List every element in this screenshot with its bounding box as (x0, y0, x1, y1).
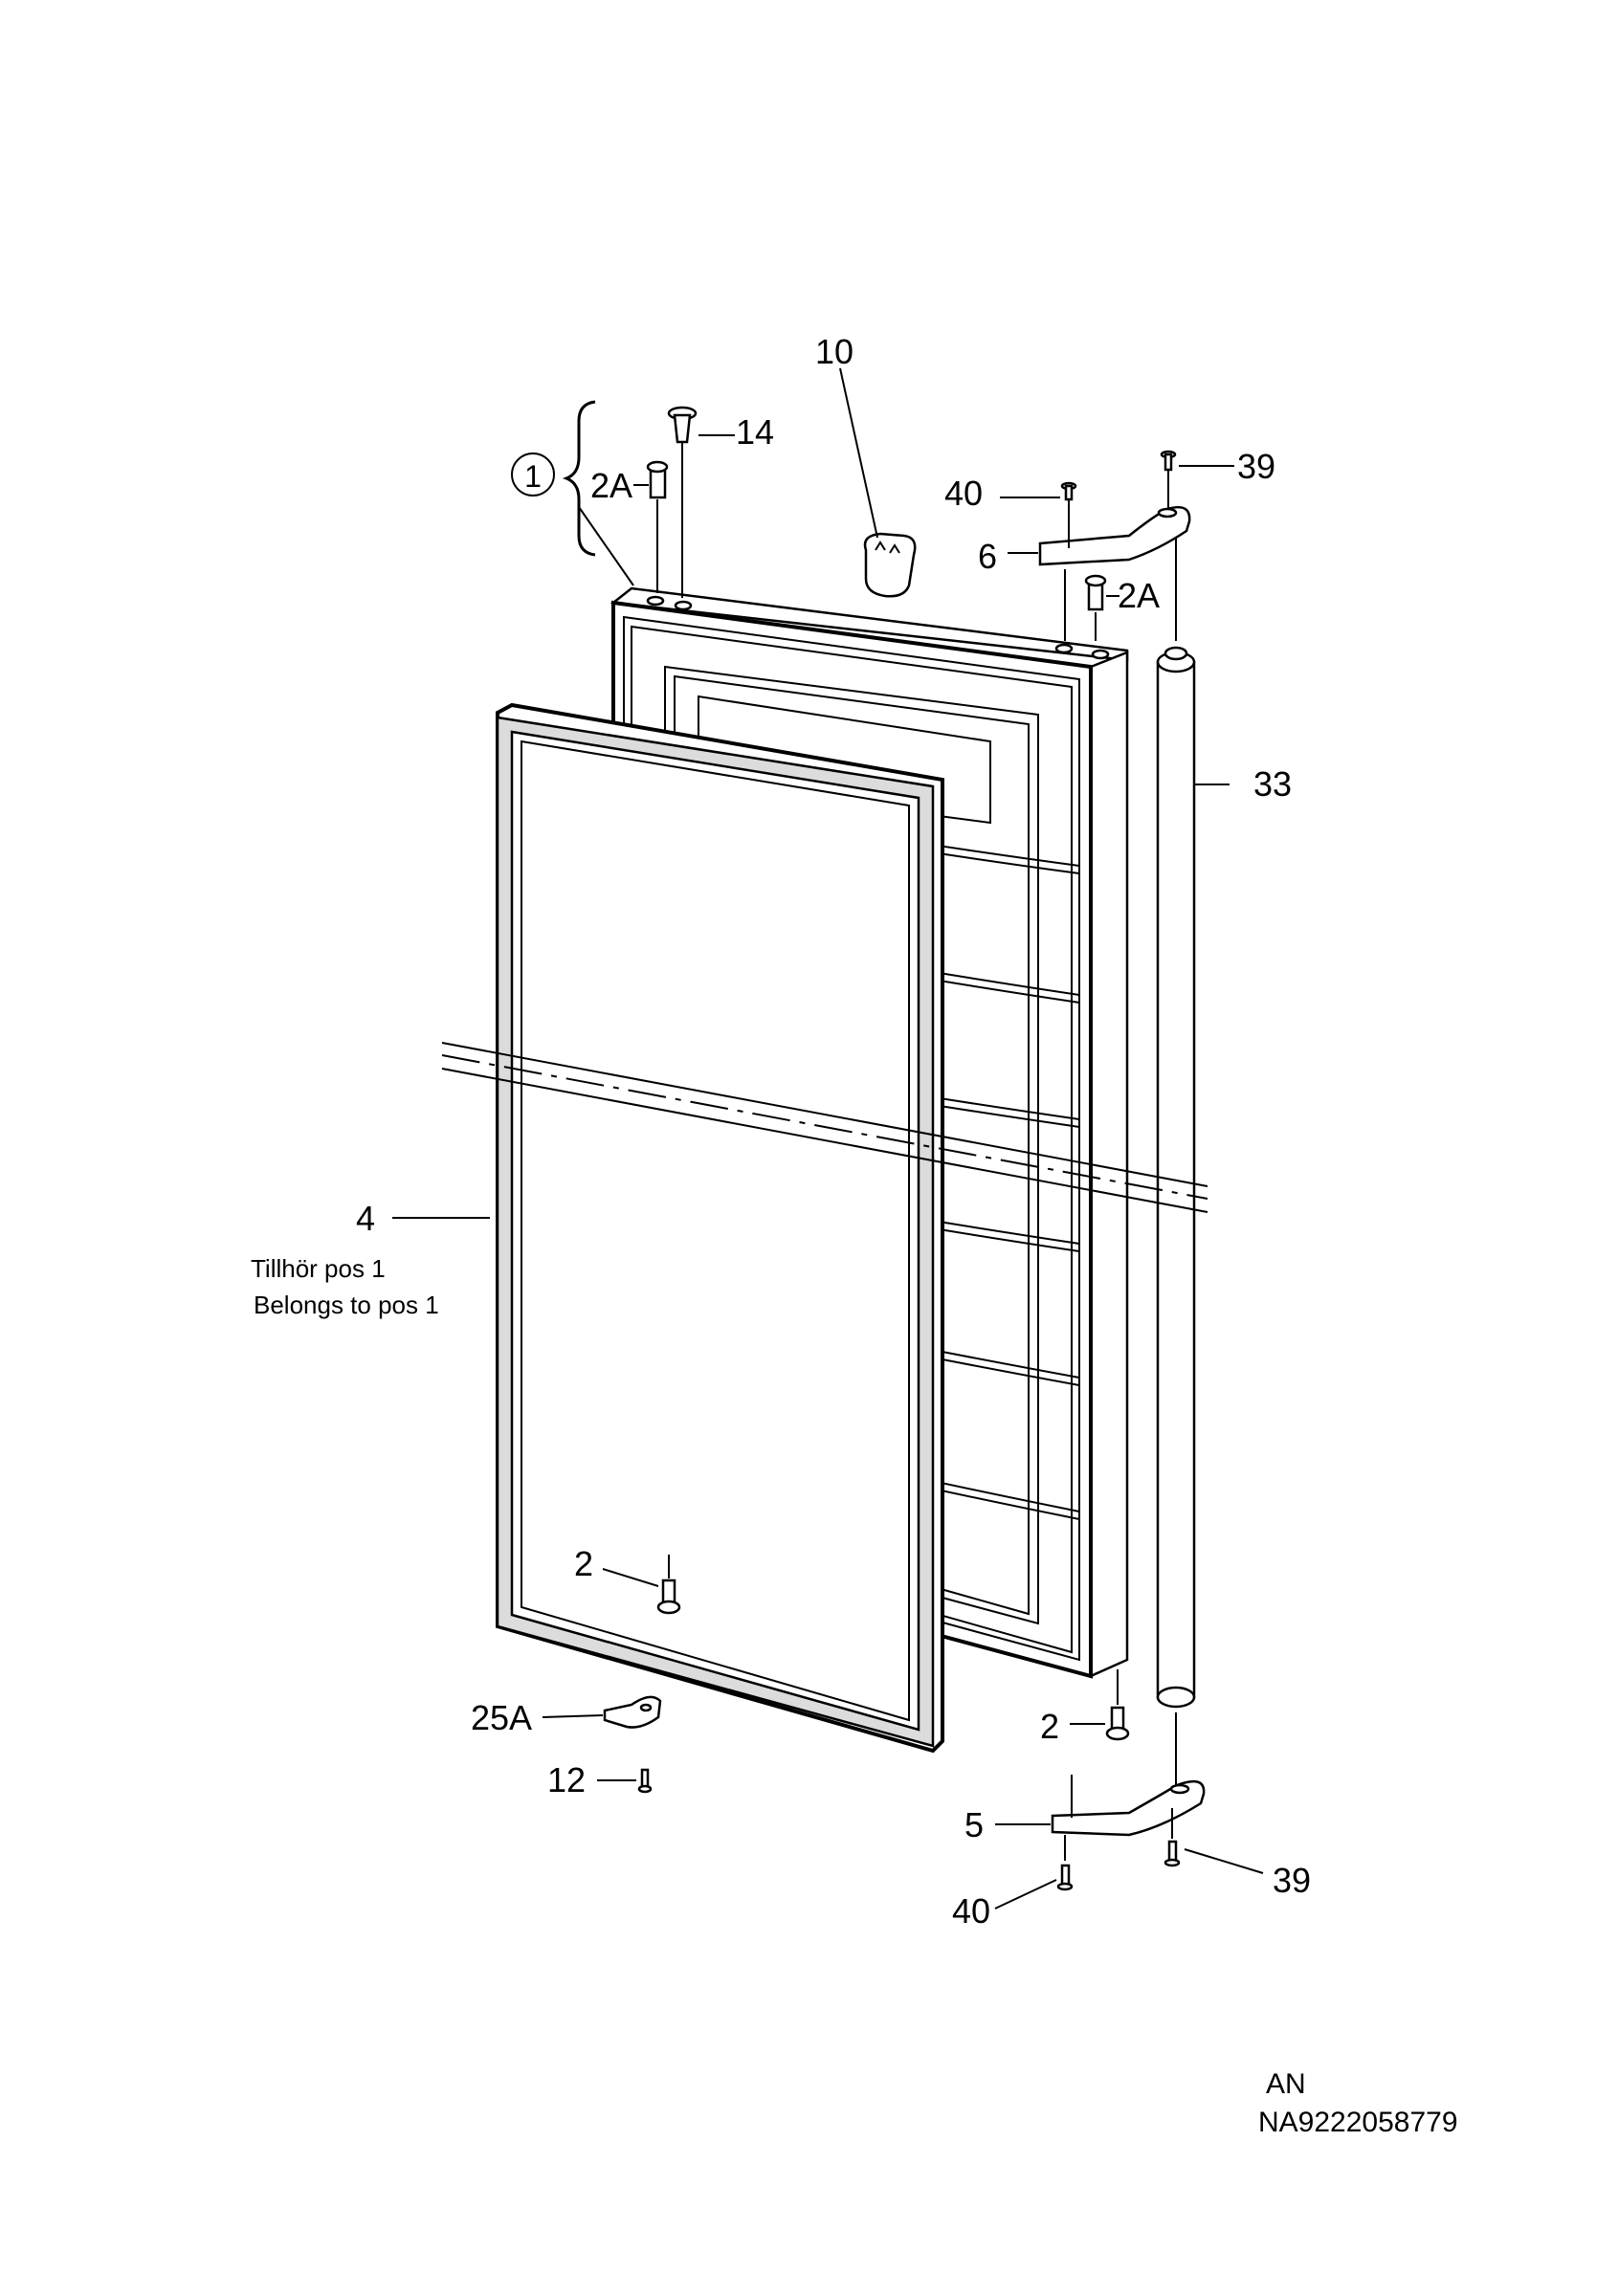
screw-40-top (1060, 481, 1077, 501)
drawing-code: AN NA9222058779 (1258, 2068, 1458, 2138)
bottom-hinge-bracket (1051, 1775, 1206, 1861)
cover-10 (863, 532, 917, 598)
break-line (441, 1042, 1208, 1213)
pin-14 (667, 406, 698, 598)
position-1-circle (511, 453, 555, 497)
label-39-bottom: 39 (1273, 1861, 1311, 1900)
label-2-right: 2 (1040, 1707, 1059, 1746)
label-6: 6 (978, 537, 997, 576)
footer-line2: NA9222058779 (1258, 2107, 1458, 2138)
note-belongs-en: Belongs to pos 1 (254, 1291, 439, 1319)
bush-2a-right (1084, 574, 1107, 641)
top-hinge-bracket (1038, 497, 1191, 641)
pin-2-left (656, 1555, 681, 1615)
label-1: 1 (524, 459, 542, 494)
screw-39-bottom (1164, 1808, 1181, 1867)
door-gasket (496, 702, 944, 1754)
label-40-top: 40 (944, 474, 983, 513)
note-belongs-sv: Tillhör pos 1 (251, 1254, 386, 1283)
hinge-rod (1156, 526, 1196, 1789)
bracket-25a (603, 1695, 662, 1729)
label-2-left: 2 (574, 1544, 593, 1583)
label-5: 5 (964, 1805, 984, 1844)
screw-12 (637, 1768, 653, 1794)
pin-2-right (1105, 1669, 1130, 1741)
screw-40-bottom (1056, 1864, 1074, 1891)
footer-line1: AN (1266, 2068, 1306, 2100)
label-12: 12 (547, 1760, 586, 1799)
screw-39-top (1160, 450, 1177, 509)
label-2a-right: 2A (1118, 576, 1160, 615)
leader-lines (392, 367, 1264, 1910)
callout-labels: 1 2A 14 10 40 39 6 2A 33 4 Tillhör pos 1… (251, 332, 1311, 1931)
label-2a-left: 2A (590, 466, 632, 505)
label-25a: 25A (471, 1698, 532, 1737)
label-33: 33 (1253, 764, 1292, 804)
label-14: 14 (736, 412, 774, 452)
group-brace (562, 400, 634, 586)
label-39-top: 39 (1237, 447, 1275, 486)
label-40-bottom: 40 (952, 1891, 990, 1931)
label-4: 4 (356, 1199, 375, 1238)
label-10: 10 (815, 332, 853, 371)
bush-2a-left (646, 460, 669, 593)
